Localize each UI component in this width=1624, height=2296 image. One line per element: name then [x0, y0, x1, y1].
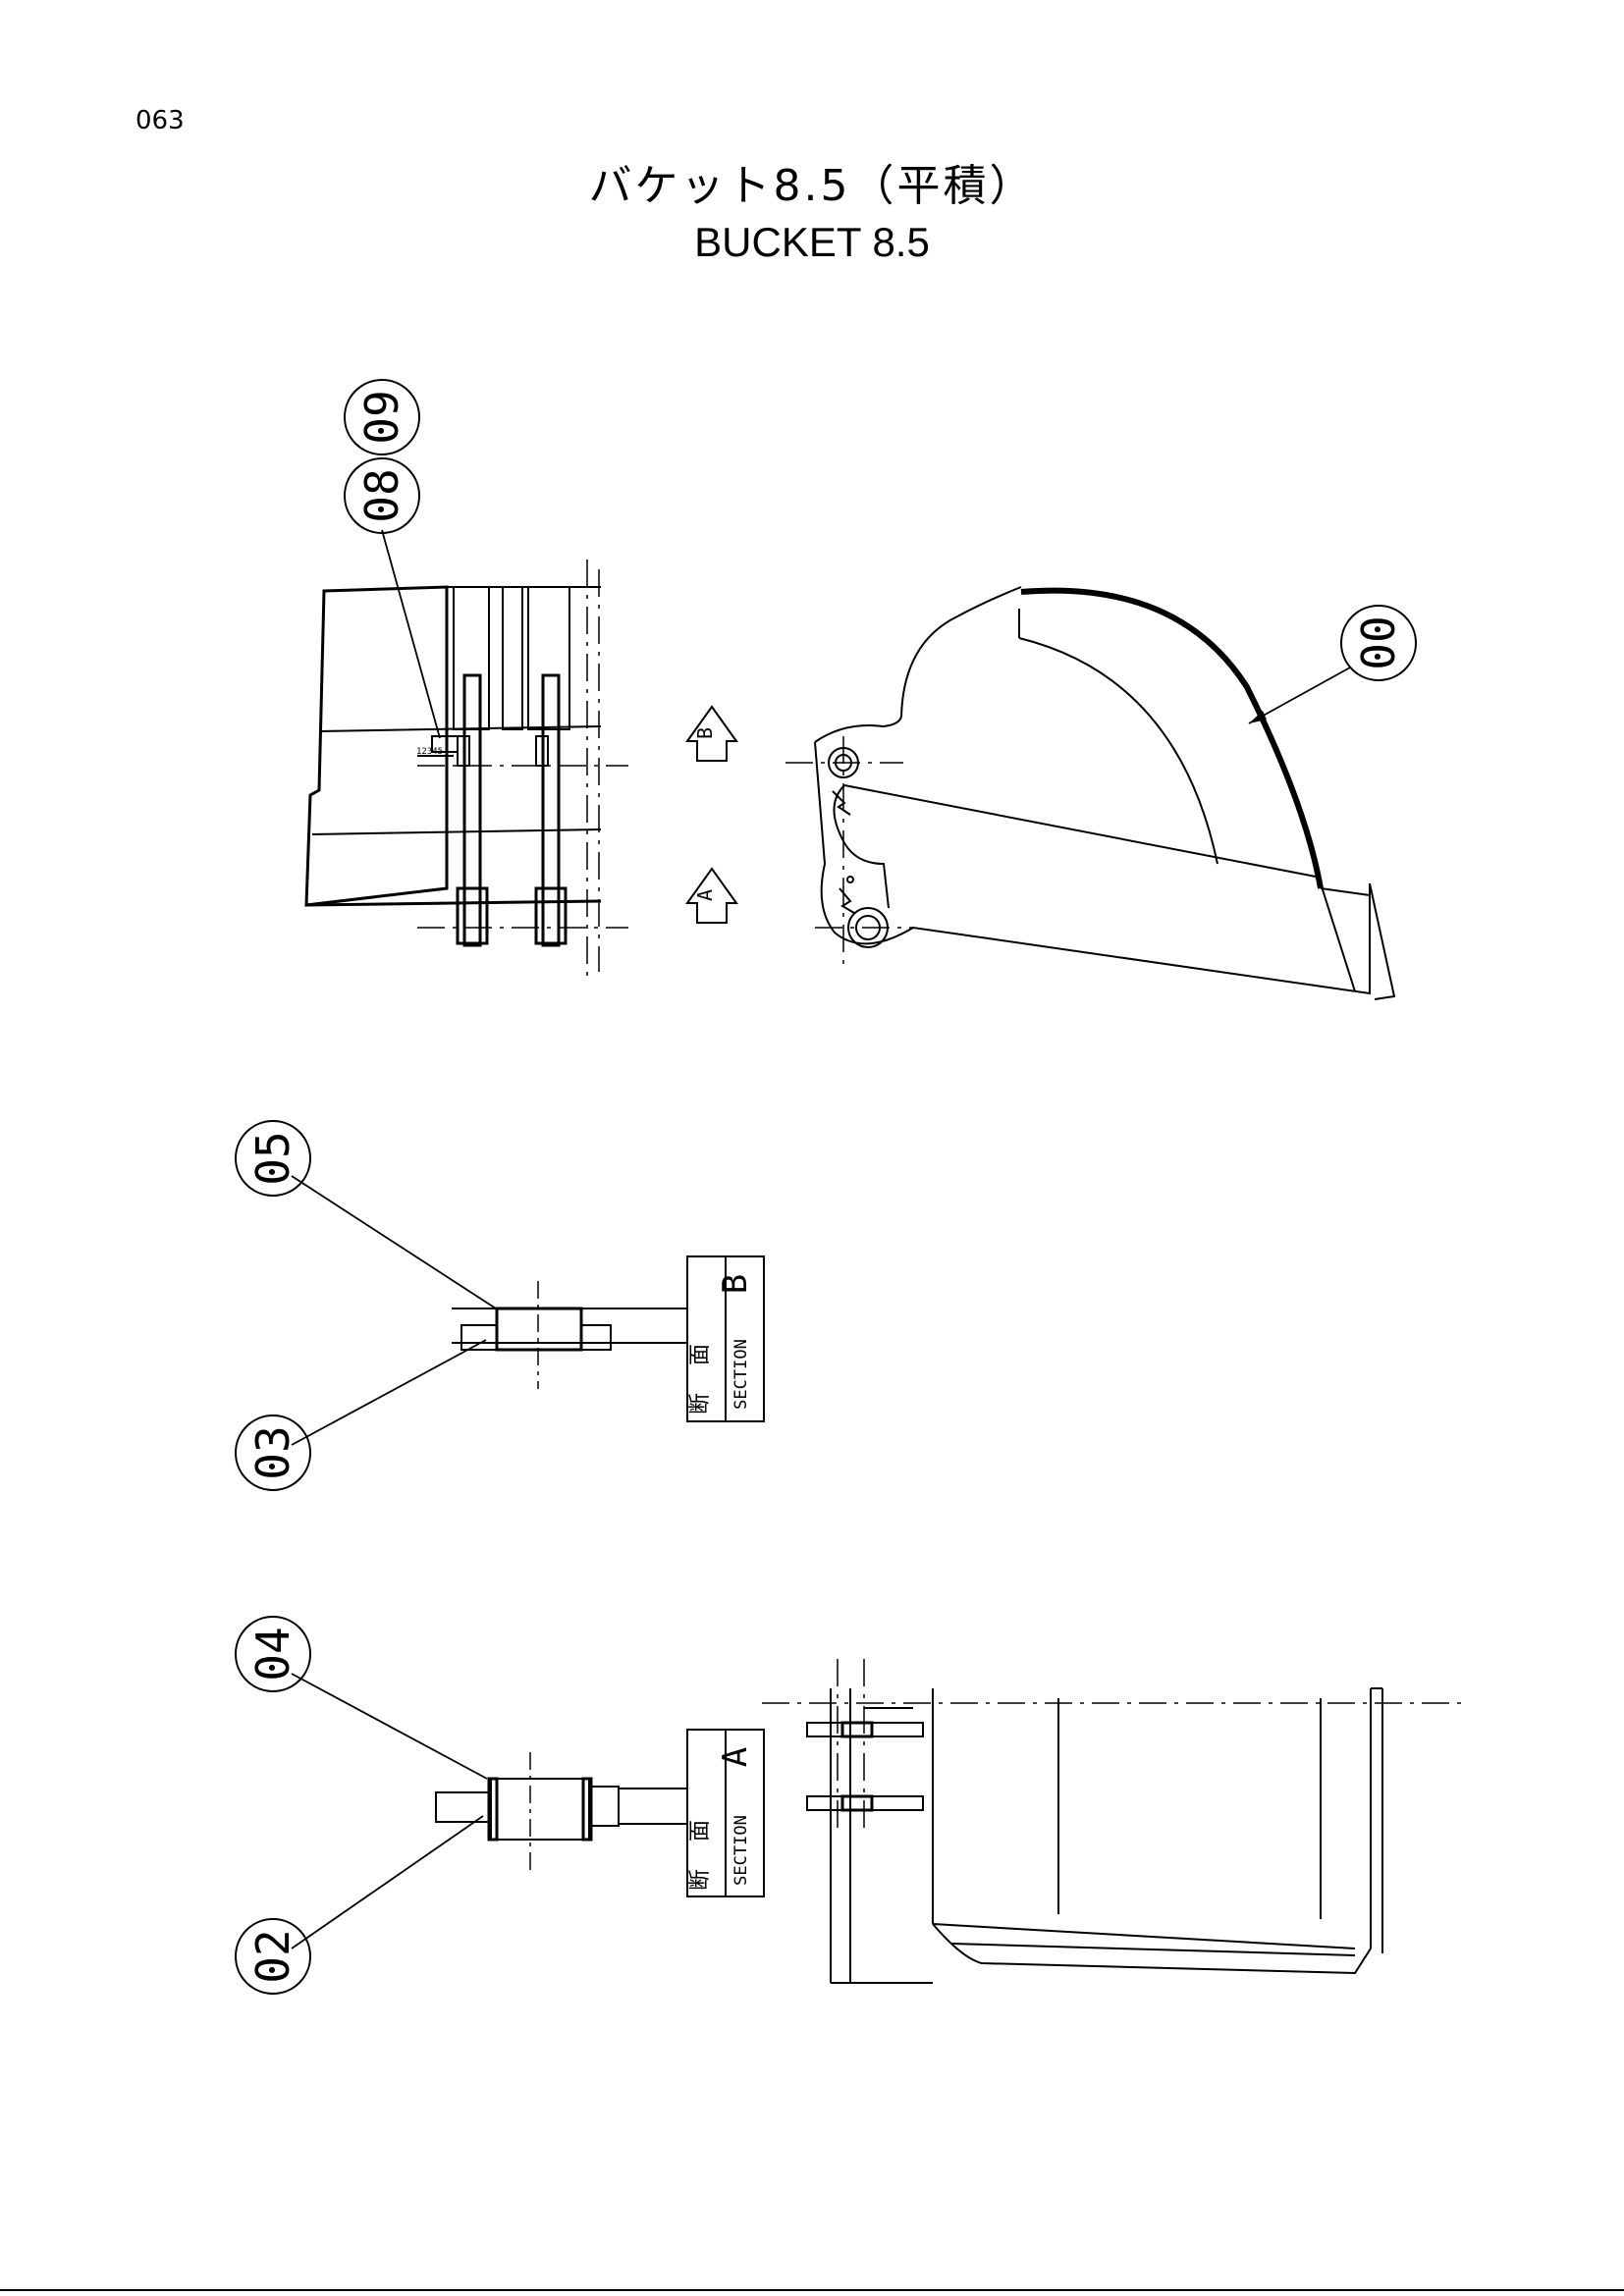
view-marker-b-letter: B — [693, 727, 717, 739]
callout-04: 04 — [235, 1616, 311, 1692]
title-japanese: バケット8.5（平積） — [588, 161, 1036, 211]
section-b-word: SECTION — [731, 1339, 751, 1410]
view-arrow-b — [685, 705, 738, 762]
callout-02-label: 02 — [246, 1929, 299, 1983]
bucket-rear-view: 12345 — [304, 560, 628, 982]
bucket-side-view — [785, 586, 1396, 1000]
callout-03-label: 03 — [246, 1425, 299, 1479]
callout-00: 00 — [1340, 605, 1417, 681]
leader-lines — [291, 529, 1351, 1949]
section-b-kanji-1: 断 — [688, 1393, 713, 1415]
view-marker-a-letter: A — [693, 889, 717, 901]
callout-09: 09 — [344, 379, 420, 455]
section-b-detail — [452, 1281, 687, 1389]
title-english: BUCKET 8.5 — [694, 219, 930, 265]
callout-03: 03 — [235, 1415, 311, 1491]
section-a-word: SECTION — [731, 1815, 751, 1886]
section-a-kanji-2: 面 — [688, 1820, 713, 1842]
callout-05: 05 — [235, 1120, 311, 1197]
svg-text:12345: 12345 — [416, 747, 443, 757]
callout-00-label: 00 — [1352, 615, 1405, 669]
section-a-letter: A — [716, 1747, 755, 1767]
section-a-kanji-1: 断 — [688, 1869, 713, 1891]
callout-08-label: 08 — [355, 468, 408, 522]
callout-05-label: 05 — [246, 1131, 299, 1185]
page-number: 063 — [135, 106, 185, 135]
callout-09-label: 09 — [355, 390, 408, 444]
section-b-letter: B — [716, 1274, 755, 1294]
section-b-label-box — [686, 1255, 765, 1422]
section-a-label-box — [686, 1729, 765, 1897]
bucket-front-view — [762, 1659, 1463, 1984]
view-arrow-a — [685, 867, 738, 924]
callout-08: 08 — [344, 457, 420, 534]
section-a-detail — [435, 1752, 687, 1870]
section-b-kanji-2: 面 — [688, 1344, 713, 1365]
callout-02: 02 — [235, 1918, 311, 1995]
callout-04-label: 04 — [246, 1627, 299, 1681]
